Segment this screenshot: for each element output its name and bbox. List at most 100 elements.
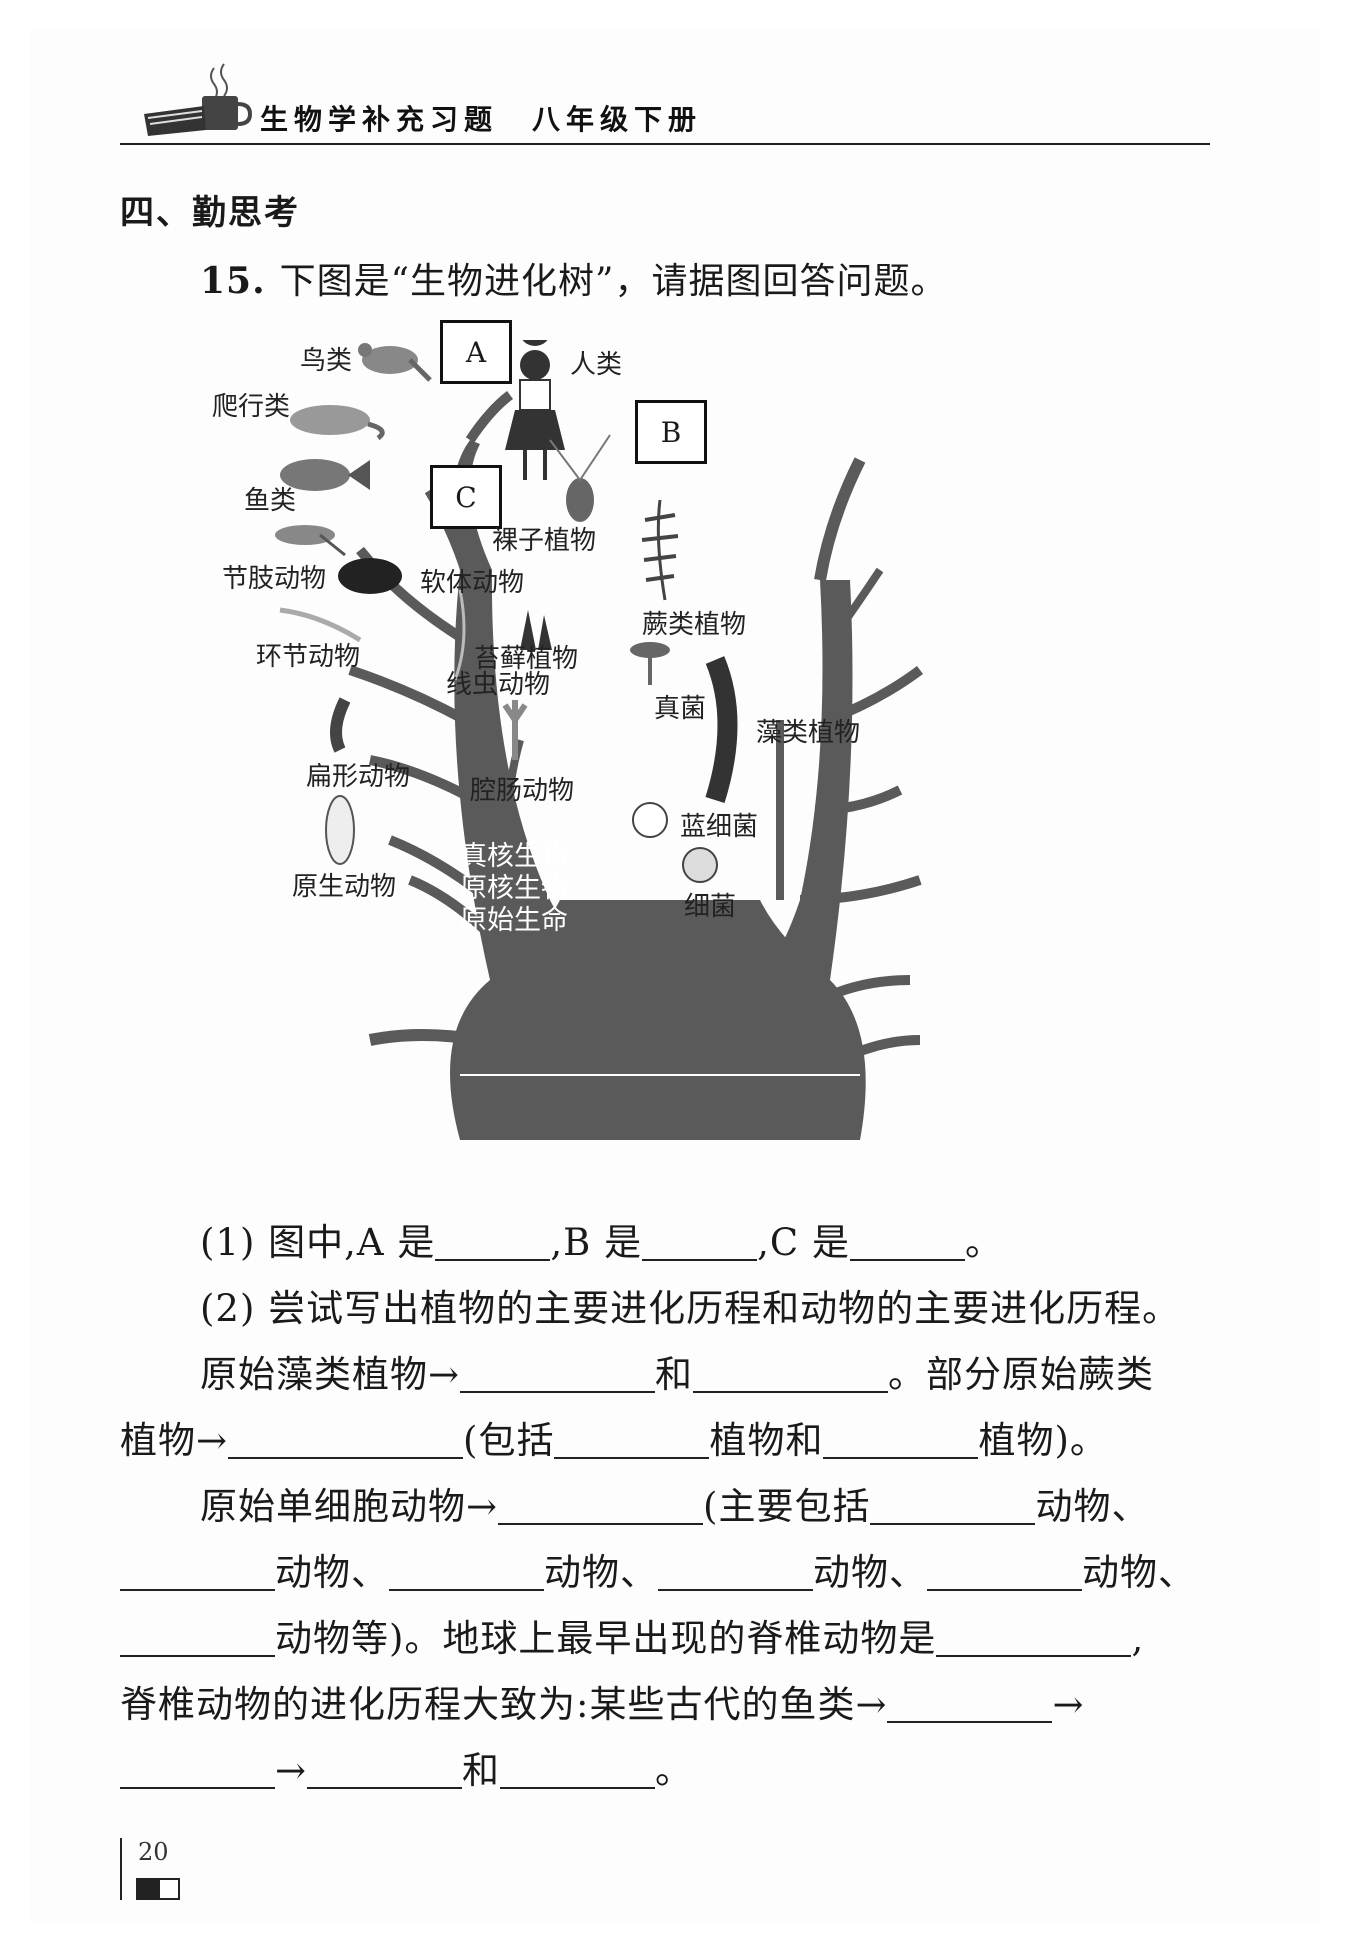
earthworm-icon xyxy=(279,607,362,643)
q2-line-6: 动物等)。地球上最早出现的脊椎动物是, xyxy=(120,1608,1144,1662)
cyanobacteria-icon xyxy=(632,802,668,838)
page-number: 20 xyxy=(138,1838,169,1866)
label-algae: 藻类植物 xyxy=(756,718,861,748)
q2-blank-10[interactable] xyxy=(658,1555,813,1591)
q2-l6-w1: 动物等)。地球上最早出现的脊椎动物是 xyxy=(275,1617,937,1660)
q2-line-3: 植物→(包括植物和植物)。 xyxy=(120,1410,1108,1464)
q2-l7-end: → xyxy=(1052,1683,1085,1726)
q2-blank-5[interactable] xyxy=(823,1423,979,1459)
q2-l6-end: , xyxy=(1131,1617,1145,1660)
label-cyanobacteria: 蓝细菌 xyxy=(680,812,759,842)
q2-blank-7[interactable] xyxy=(870,1489,1036,1525)
q2-l8-and: 和 xyxy=(462,1749,501,1792)
q2-l5-w4: 动物、 xyxy=(1082,1551,1196,1594)
footer-rule xyxy=(120,1838,122,1900)
q2-blank-3[interactable] xyxy=(228,1423,464,1459)
q2-blank-9[interactable] xyxy=(389,1555,544,1591)
q2-blank-1[interactable] xyxy=(460,1357,656,1393)
q1-end: 。 xyxy=(964,1221,1003,1264)
q2-l3-end: 植物)。 xyxy=(978,1419,1108,1462)
header-title: 生物学补充习题 八年级下册 xyxy=(260,103,703,136)
q2-l2-start: 原始藻类植物→ xyxy=(200,1353,461,1396)
q2-l2-end: 。部分原始蕨类 xyxy=(888,1353,1155,1396)
nematode-icon xyxy=(453,589,466,681)
q2-line-4: 原始单细胞动物→ (主要包括 动物、 xyxy=(200,1476,1149,1530)
q2-blank-14[interactable] xyxy=(887,1687,1053,1723)
flatworm-icon xyxy=(330,697,351,753)
q2-line-2: 原始藻类植物→ 和 。部分原始蕨类 xyxy=(200,1344,1154,1398)
label-protozoa: 原生动物 xyxy=(292,872,397,902)
question-text: 下图是“生物进化树”，请据图回答问题。 xyxy=(279,261,948,302)
q2-l4-end: 动物、 xyxy=(1035,1485,1150,1528)
q2-line-5: 动物、动物、动物、动物、 xyxy=(120,1542,1196,1596)
q2-l4-incl: (主要包括 xyxy=(703,1485,871,1528)
q2-l4-start: 原始单细胞动物→ xyxy=(200,1485,499,1528)
q2-blank-13[interactable] xyxy=(936,1621,1132,1657)
q1-blank-b[interactable] xyxy=(642,1225,758,1261)
q1-c-label: ,C 是 xyxy=(757,1221,850,1264)
label-gymnosperms: 裸子植物 xyxy=(492,526,597,556)
q2-l5-w1: 动物、 xyxy=(275,1551,389,1594)
hydra-icon xyxy=(502,700,528,760)
q2-blank-2[interactable] xyxy=(693,1357,889,1393)
q2-line-1: (2) 尝试写出植物的主要进化历程和动物的主要进化历程。 xyxy=(200,1287,1181,1330)
q1-blank-a[interactable] xyxy=(435,1225,551,1261)
q2-l7-start: 脊椎动物的进化历程大致为:某些古代的鱼类→ xyxy=(120,1683,888,1726)
label-prokaryotes: 原核生物 xyxy=(460,873,568,904)
q2-l5-w2: 动物、 xyxy=(544,1551,658,1594)
lizard-icon xyxy=(290,405,385,441)
q1-prefix: (1) 图中,A 是 xyxy=(200,1221,436,1264)
evolution-tree-diagram: A B C 鸟类 人类 爬行类 鱼类 裸子植物 节肢动物 软体动物 蕨类植物 环… xyxy=(212,320,1080,1190)
q2-blank-17[interactable] xyxy=(500,1753,656,1789)
label-fish: 鱼类 xyxy=(244,486,297,516)
label-mosses: 苔藓植物 xyxy=(474,644,579,674)
grasshopper-icon xyxy=(275,525,346,557)
mushroom-icon xyxy=(630,642,670,685)
q1-blank-c[interactable] xyxy=(849,1225,965,1261)
q2-blank-12[interactable] xyxy=(120,1621,275,1657)
mussel-icon xyxy=(338,558,402,594)
box-b: B xyxy=(635,400,707,464)
q2-l3-start: 植物→ xyxy=(120,1419,229,1462)
q2-l8-arrow: → xyxy=(275,1749,308,1792)
fern-icon xyxy=(641,499,679,601)
empty-square-icon xyxy=(158,1878,180,1900)
section-title: 四、勤思考 xyxy=(120,193,300,233)
question-15: 15. 下图是“生物进化树”，请据图回答问题。 xyxy=(200,252,947,304)
tree-fork xyxy=(454,570,853,1020)
q2-blank-15[interactable] xyxy=(120,1753,275,1789)
label-fungi: 真菌 xyxy=(654,694,707,724)
q2-blank-6[interactable] xyxy=(498,1489,704,1525)
branch-b xyxy=(814,457,866,581)
label-mollusks: 软体动物 xyxy=(420,568,525,598)
paramecium-icon xyxy=(325,795,355,865)
label-arthropods: 节肢动物 xyxy=(222,564,327,594)
human-icon xyxy=(505,350,565,480)
label-ferns: 蕨类植物 xyxy=(642,610,747,640)
q2-l3-incl: (包括 xyxy=(463,1419,555,1462)
moss-icon xyxy=(520,610,552,650)
q2-blank-16[interactable] xyxy=(307,1753,463,1789)
label-primitive-life: 原始生命 xyxy=(460,905,568,936)
header-rule xyxy=(120,143,1210,145)
question-number: 15. xyxy=(200,260,266,302)
label-nematodes: 线虫动物 xyxy=(446,670,551,700)
q2-blank-4[interactable] xyxy=(554,1423,710,1459)
label-flatworms: 扁形动物 xyxy=(306,762,411,792)
q1-b-label: ,B 是 xyxy=(550,1221,643,1264)
book-mug-icon xyxy=(144,63,253,136)
filled-square-icon xyxy=(136,1878,158,1900)
bird-icon xyxy=(358,343,432,382)
box-c: C xyxy=(430,465,502,529)
label-eukaryotes: 真核生物 xyxy=(460,841,568,872)
label-human: 人类 xyxy=(570,350,623,380)
q2-blank-11[interactable] xyxy=(927,1555,1082,1591)
q2-l2-and: 和 xyxy=(655,1353,694,1396)
fish-icon xyxy=(280,459,370,491)
human-figure-icon xyxy=(522,340,548,346)
label-bacteria: 细菌 xyxy=(684,892,737,922)
q2-line-7: 脊椎动物的进化历程大致为:某些古代的鱼类→ → xyxy=(120,1674,1084,1728)
q2-blank-8[interactable] xyxy=(120,1555,275,1591)
tree-drawing xyxy=(275,340,923,1140)
page-header: 生物学补充习题 八年级下册 xyxy=(120,60,1210,145)
